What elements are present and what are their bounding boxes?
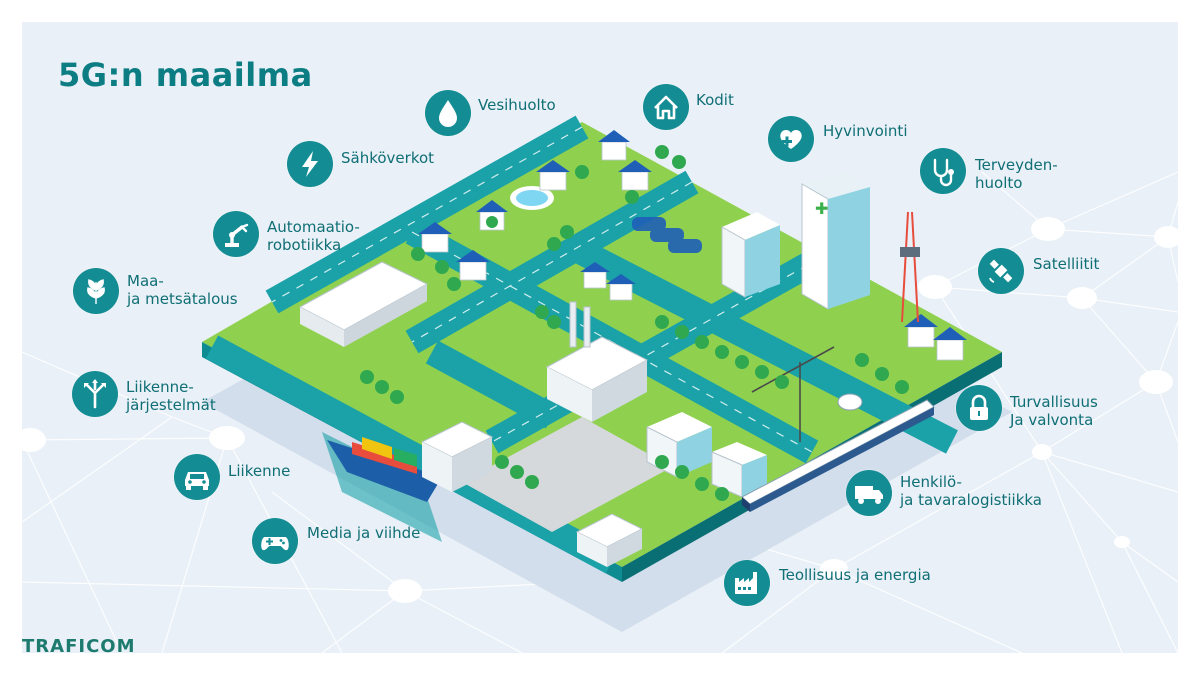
robot-arm-icon [213,211,259,257]
label-kodit: Kodit [696,91,734,109]
label-teollisuus-ja-energia: Teollisuus ja energia [779,566,931,584]
lock-icon [956,385,1002,431]
label-automaatiorobotiikka: Automaatio- robotiikka [267,218,360,254]
stethoscope-icon [920,148,966,194]
truck-icon [846,470,892,516]
label-liikennejarjestelmat: Liikenne- järjestelmät [126,378,216,414]
lightning-icon [287,141,333,187]
label-vesihuolto: Vesihuolto [478,96,556,114]
label-terveydenhuolto: Terveyden- huolto [975,156,1058,192]
label-sahkoverkot: Sähköverkot [341,149,435,167]
factory-icon [724,560,770,606]
label-liikenne: Liikenne [228,462,291,480]
label-satelliitit: Satelliitit [1033,255,1100,273]
heart-plus-icon [768,116,814,162]
cargo-ship [327,437,442,502]
train [741,399,935,512]
label-hyvinvointi: Hyvinvointi [823,122,908,140]
network-background [22,171,1178,653]
traficom-logo: TRAFICOM [22,636,136,657]
svg-text:✚: ✚ [815,199,828,218]
infographic-frame: 5G:n maailma [22,22,1178,653]
car-icon [174,454,220,500]
leaf-icon [73,268,119,314]
home-icon [643,84,689,130]
label-maa-ja-metsatalous: Maa- ja metsätalous [127,272,238,308]
label-turvallisuus-ja-valvonta: Turvallisuus Ja valvonta [1010,393,1098,429]
traffic-arrows-icon [72,371,118,417]
label-henkilo-ja-tavaralogistiikka: Henkilö- ja tavaralogistiikka [900,473,1042,509]
satellite-icon [978,248,1024,294]
gamepad-icon [252,518,298,564]
label-media-ja-viihde: Media ja viihde [307,524,421,542]
water-drop-icon [425,90,471,136]
city-illustration: ✚ [202,115,1012,632]
page-title: 5G:n maailma [58,56,313,94]
